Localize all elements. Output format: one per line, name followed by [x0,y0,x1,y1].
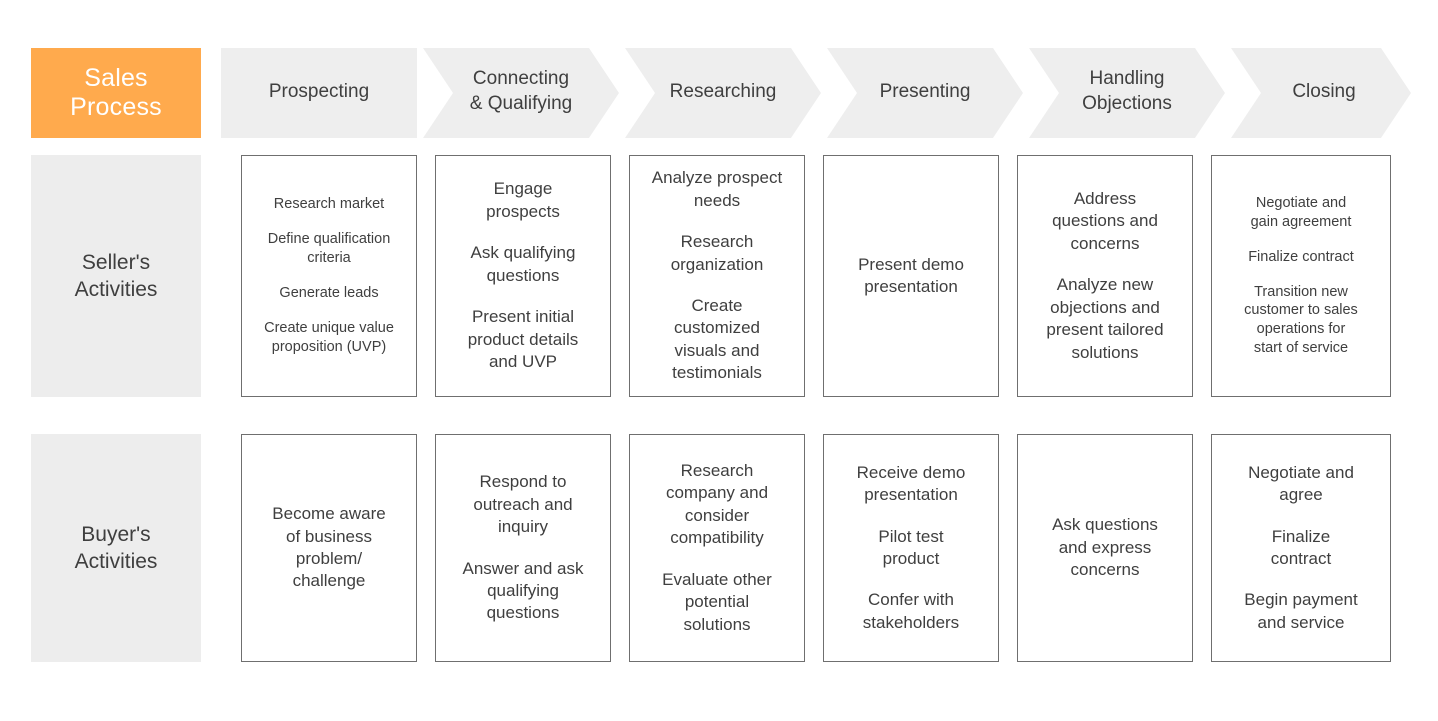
activity-item: Negotiate and agree [1248,462,1354,505]
cell-seller-researching: Analyze prospect needs Research organiza… [629,155,805,397]
cell-buyer-connecting-qualifying: Respond to outreach and inquiry Answer a… [435,434,611,662]
chevron-shape-2 [423,48,619,138]
cell-buyer-closing: Negotiate and agree Finalize contract Be… [1211,434,1391,662]
activity-item: Engage prospects [486,179,560,221]
stage-chevron-connecting-qualifying[interactable]: Connecting & Qualifying [423,48,619,138]
row-label-buyers-activities: Buyer's Activities [31,434,201,662]
cell-buyer-researching: Research company and consider compatibil… [629,434,805,662]
activity-item: Negotiate and gain agreement [1250,195,1352,230]
activity-item: Ask questions and express concerns [1052,515,1158,580]
activity-item: Research organization [670,232,764,274]
stage-chevron-prospecting[interactable]: Prospecting [221,48,417,138]
sellers-activities-row: Seller's Activities Research market Defi… [0,155,1438,397]
activity-item: Finalize contract [1248,248,1354,265]
cell-buyer-presenting: Receive demo presentation Pilot test pro… [823,434,999,662]
row-label-text-buyer: Buyer's Activities [74,522,158,573]
stage-chevron-closing[interactable]: Closing [1231,48,1417,138]
activity-item: Ask qualifying questions [470,243,576,285]
chevron-shape-3 [625,48,821,138]
activity-item: Evaluate other potential solutions [662,569,772,634]
cell-seller-prospecting: Research market Define qualification cri… [241,155,417,397]
stage-chevron-strip: Prospecting Connecting & Qualifying Rese… [221,48,1411,138]
activity-item: Analyze prospect needs [651,168,783,210]
activity-item: Address questions and concerns [1052,188,1158,253]
cell-seller-handling-objections: Address questions and concerns Analyze n… [1017,155,1193,397]
cell-buyer-prospecting: Become aware of business problem/ challe… [241,434,417,662]
activity-item: Become aware of business problem/ challe… [272,504,386,591]
cell-seller-connecting-qualifying: Engage prospects Ask qualifying question… [435,155,611,397]
stage-chevron-handling-objections[interactable]: Handling Objections [1029,48,1225,138]
stage-label-researching: Researching [669,80,777,102]
activity-item: Create customized visuals and testimonia… [672,296,762,383]
cell-seller-closing: Negotiate and gain agreement Finalize co… [1211,155,1391,397]
chevron-shape-4 [827,48,1023,138]
sales-process-title-box: Sales Process [31,48,201,138]
activity-item: Confer with stakeholders [862,590,960,632]
activity-item: Transition new customer to sales operati… [1244,283,1358,357]
activity-item: Generate leads [279,285,379,301]
activity-item: Define qualification criteria [267,231,391,267]
process-header-row: Sales Process Prospecting Connecting & Q… [0,48,1438,138]
activity-item: Analyze new objections and present tailo… [1046,275,1164,362]
activity-item: Receive demo presentation [856,462,966,505]
activity-item: Begin payment and service [1244,590,1358,632]
activity-item: Research company and consider compatibil… [665,460,769,548]
row-label-sellers-activities: Seller's Activities [31,155,201,397]
buyers-activities-row: Buyer's Activities Become aware of busin… [0,434,1438,662]
activity-item: Pilot test product [878,526,944,568]
chevron-shape-6 [1231,48,1411,138]
stage-label-handling-objections: Handling Objections [1082,68,1172,114]
stage-label-presenting: Presenting [879,80,971,102]
stage-chevron-researching[interactable]: Researching [625,48,821,138]
activity-item: Present initial product details and UVP [467,307,579,372]
activity-item: Respond to outreach and inquiry [473,472,573,537]
activity-item: Create unique value proposition (UVP) [264,319,394,355]
stage-label-connecting-qualifying: Connecting & Qualifying [469,68,573,114]
activity-item: Finalize contract [1270,526,1332,568]
chevron-shape-5 [1029,48,1225,138]
sales-process-title: Sales Process [70,63,162,122]
cell-buyer-handling-objections: Ask questions and express concerns [1017,434,1193,662]
stage-label-prospecting: Prospecting [268,80,370,102]
activity-item: Answer and ask qualifying questions [462,558,584,623]
row-label-text-seller: Seller's Activities [74,250,158,301]
cell-seller-presenting: Present demo presentation [823,155,999,397]
stage-label-closing: Closing [1292,80,1356,102]
activity-item: Present demo presentation [858,254,964,296]
activity-item: Research market [273,196,385,213]
stage-chevron-presenting[interactable]: Presenting [827,48,1023,138]
